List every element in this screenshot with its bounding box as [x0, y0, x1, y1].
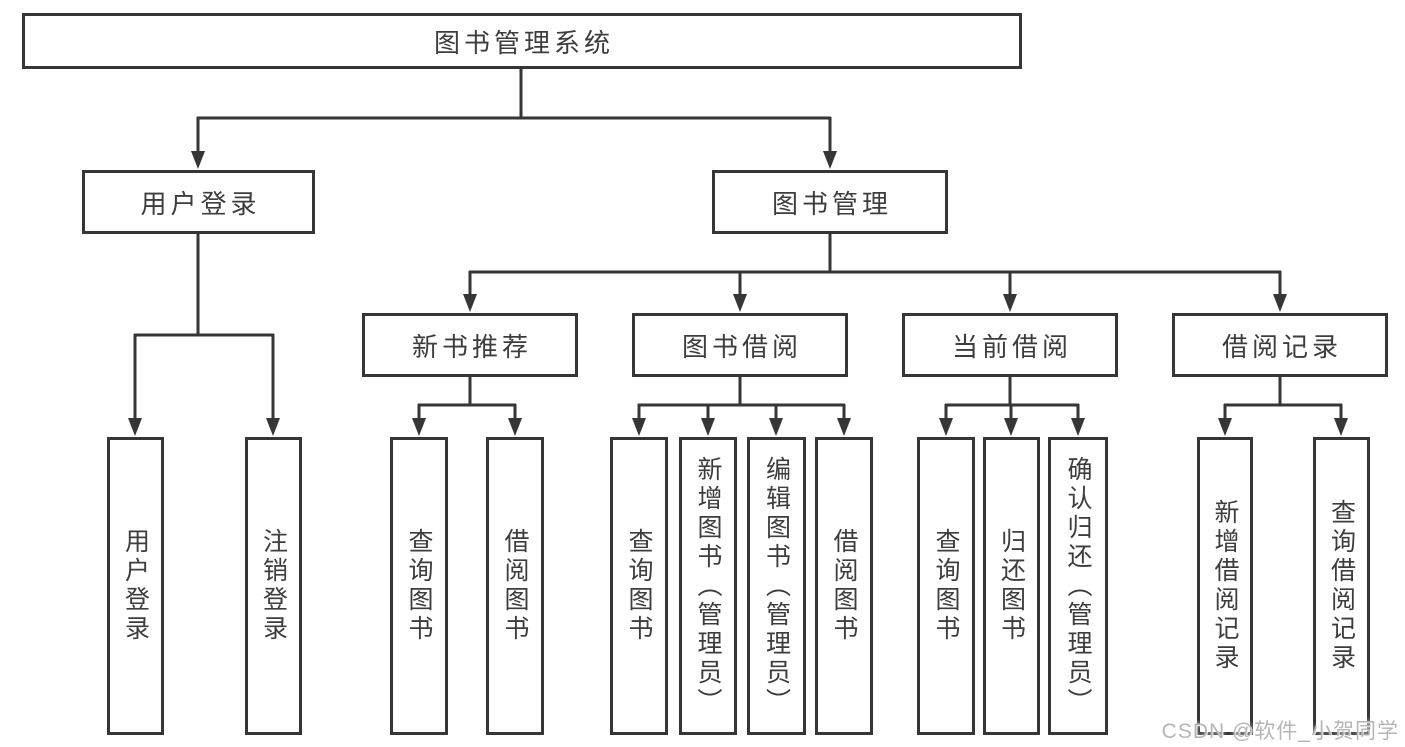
leaf-user-login: 用户登录 [107, 437, 164, 735]
leaf-query-borrow-record: 查询借阅记录 [1313, 437, 1370, 735]
leaf-user-login-label: 用户登录 [121, 528, 150, 644]
watermark-text: CSDN @软件_小贺同学 [1161, 720, 1399, 743]
node-root: 图书管理系统 [22, 13, 1022, 69]
leaf-borrow-books-recommend: 借阅图书 [486, 437, 544, 735]
arrowheads [128, 151, 1348, 436]
node-book-borrowing: 图书借阅 [632, 313, 848, 377]
leaf-query-books-current-label: 查询图书 [932, 528, 960, 644]
node-book-management-label: 图书管理 [771, 188, 892, 219]
leaf-logout-label: 注销登录 [259, 528, 288, 644]
leaf-return-books-label: 归还图书 [997, 528, 1026, 644]
leaf-borrow-books: 借阅图书 [815, 437, 873, 735]
node-user-login: 用户登录 [82, 170, 315, 234]
node-current-borrowing-label: 当前借阅 [951, 331, 1072, 362]
node-book-borrowing-label: 图书借阅 [681, 331, 802, 362]
leaf-edit-books-admin: 编辑图书（管理员） [747, 437, 806, 735]
leaf-borrow-books-label: 借阅图书 [830, 528, 858, 644]
leaf-confirm-return-admin: 确认归还（管理员） [1048, 437, 1108, 735]
leaf-confirm-return-admin-label: 确认归还（管理员） [1064, 455, 1092, 717]
node-root-label: 图书管理系统 [433, 27, 614, 58]
leaf-query-books-current: 查询图书 [917, 437, 975, 735]
node-current-borrowing: 当前借阅 [902, 313, 1118, 377]
leaf-query-books-recommend-label: 查询图书 [405, 528, 433, 644]
leaf-return-books: 归还图书 [983, 437, 1040, 735]
leaf-query-books-borrow-label: 查询图书 [625, 528, 653, 644]
node-book-management: 图书管理 [712, 170, 948, 234]
leaf-query-books-borrow: 查询图书 [610, 437, 668, 735]
node-user-login-label: 用户登录 [140, 188, 261, 219]
leaf-borrow-books-recommend-label: 借阅图书 [501, 528, 529, 644]
leaf-query-borrow-record-label: 查询借阅记录 [1327, 499, 1356, 673]
node-new-book-recommend: 新书推荐 [362, 313, 578, 377]
leaf-edit-books-admin-label: 编辑图书（管理员） [762, 455, 791, 717]
leaf-add-borrow-record-label: 新增借阅记录 [1211, 499, 1239, 673]
node-borrow-records-label: 借阅记录 [1221, 331, 1342, 362]
leaf-query-books-recommend: 查询图书 [390, 437, 448, 735]
leaf-add-books-admin: 新增图书（管理员） [679, 437, 737, 735]
leaf-logout: 注销登录 [245, 437, 302, 735]
node-borrow-records: 借阅记录 [1172, 313, 1388, 377]
leaf-add-borrow-record: 新增借阅记录 [1197, 437, 1253, 735]
node-new-book-recommend-label: 新书推荐 [411, 331, 532, 362]
leaf-add-books-admin-label: 新增图书（管理员） [694, 455, 722, 717]
